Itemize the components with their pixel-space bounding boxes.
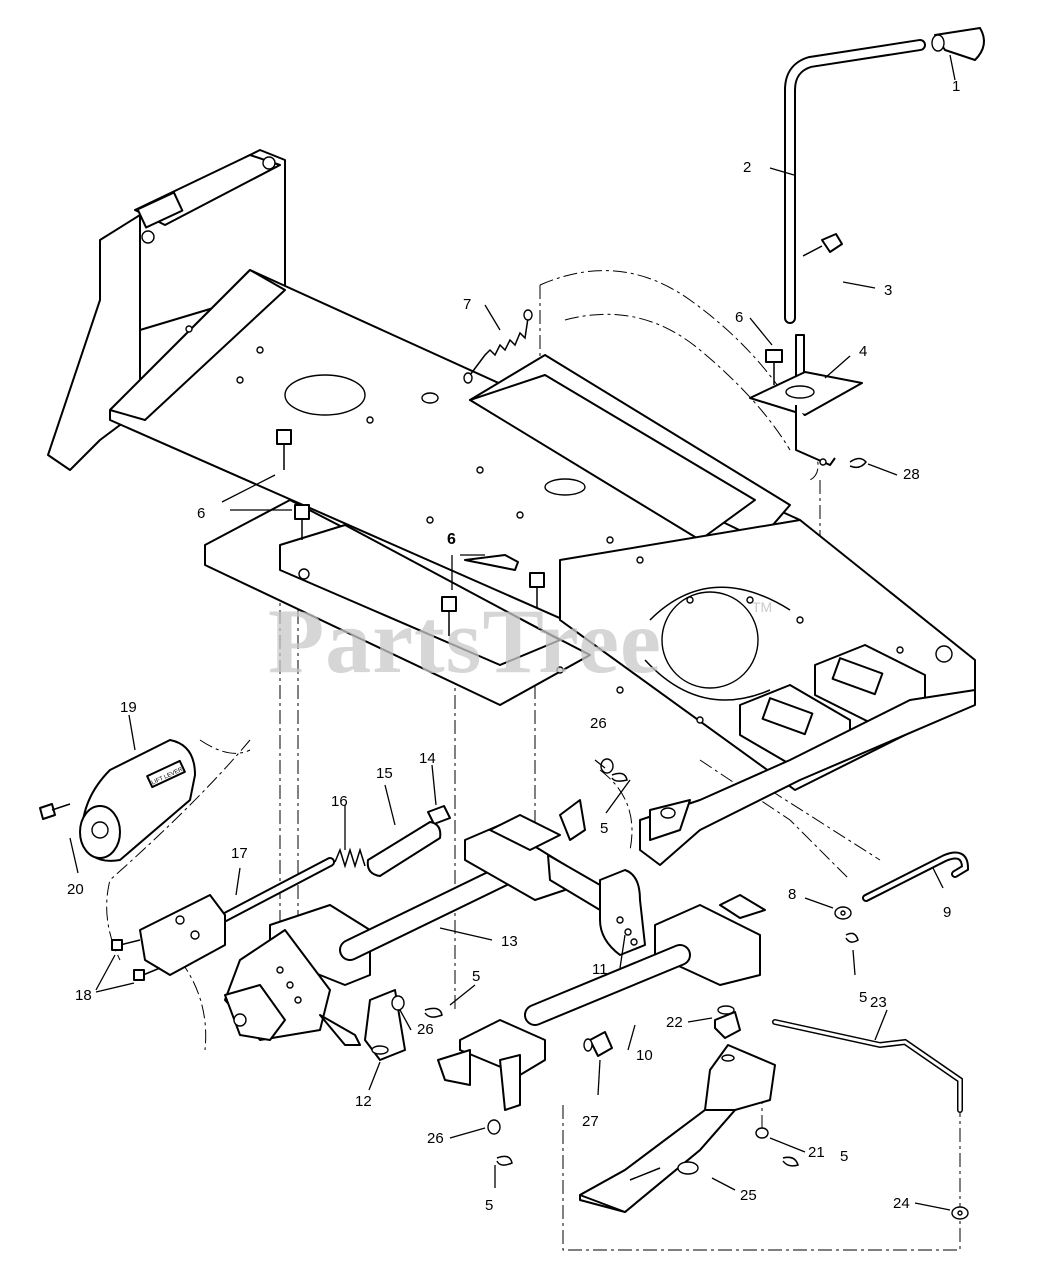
callout-13: 13	[501, 933, 518, 950]
watermark: PartsTree TM	[268, 590, 772, 692]
leader-lines	[69, 54, 956, 1211]
callout-5-lower-right: 5	[840, 1148, 848, 1165]
frame-bolts-6	[276, 429, 545, 636]
callout-1: 1	[952, 78, 960, 95]
lift-shaft-13	[224, 799, 616, 1046]
plate-25	[579, 1044, 776, 1213]
lift-shaft-parts	[111, 805, 451, 981]
callout-24: 24	[893, 1195, 910, 1212]
callout-8: 8	[788, 886, 796, 903]
washers-and-clips	[391, 758, 969, 1220]
callout-5-top: 5	[600, 820, 608, 837]
callout-5-mid: 5	[472, 968, 480, 985]
spring-7	[463, 309, 533, 384]
bolt-6-lever	[765, 349, 783, 385]
callout-9: 9	[943, 904, 951, 921]
callout-22: 22	[666, 1014, 683, 1031]
callout-10: 10	[636, 1047, 653, 1064]
callout-5-right: 5	[859, 989, 867, 1006]
callout-3: 3	[884, 282, 892, 299]
callout-4: 4	[859, 343, 867, 360]
callout-18: 18	[75, 987, 92, 1004]
lift-shaft-10	[364, 869, 766, 1111]
knob-19: LIFT LEVER	[39, 739, 196, 862]
watermark-text: PartsTree	[268, 590, 662, 692]
callout-27: 27	[582, 1113, 599, 1130]
swivels	[583, 1005, 741, 1057]
callout-17: 17	[231, 845, 248, 862]
rod-9	[862, 851, 970, 902]
callout-19: 19	[120, 699, 137, 716]
rod-23	[772, 1019, 963, 1113]
callout-21: 21	[808, 1144, 825, 1161]
callout-6-frame: 6	[197, 505, 205, 522]
callout-labels: 1 2 3 4 6 28 7 6 6 19 26 14 15 16 5 17 2…	[67, 78, 960, 1214]
callout-6-lever: 6	[735, 309, 743, 326]
callout-14: 14	[419, 750, 436, 767]
callout-15: 15	[376, 765, 393, 782]
callout-6-plate: 6	[447, 531, 456, 548]
callout-12: 12	[355, 1093, 372, 1110]
callout-26-top: 26	[590, 715, 607, 732]
frame-holes	[185, 325, 904, 724]
main-frame	[47, 149, 976, 866]
callout-26-mid: 26	[417, 1021, 434, 1038]
bolt-3	[802, 233, 843, 257]
callout-25: 25	[740, 1187, 757, 1204]
watermark-tm: TM	[752, 599, 772, 615]
callout-23: 23	[870, 994, 887, 1011]
callout-5-bottom: 5	[485, 1197, 493, 1214]
callout-26-bottom: 26	[427, 1130, 444, 1147]
callout-28: 28	[903, 466, 920, 483]
callout-11: 11	[592, 961, 608, 978]
callout-16: 16	[331, 793, 348, 810]
callout-20: 20	[67, 881, 84, 898]
callout-2: 2	[743, 159, 751, 176]
lift-lever-assembly	[749, 27, 985, 469]
callout-7: 7	[463, 296, 471, 313]
